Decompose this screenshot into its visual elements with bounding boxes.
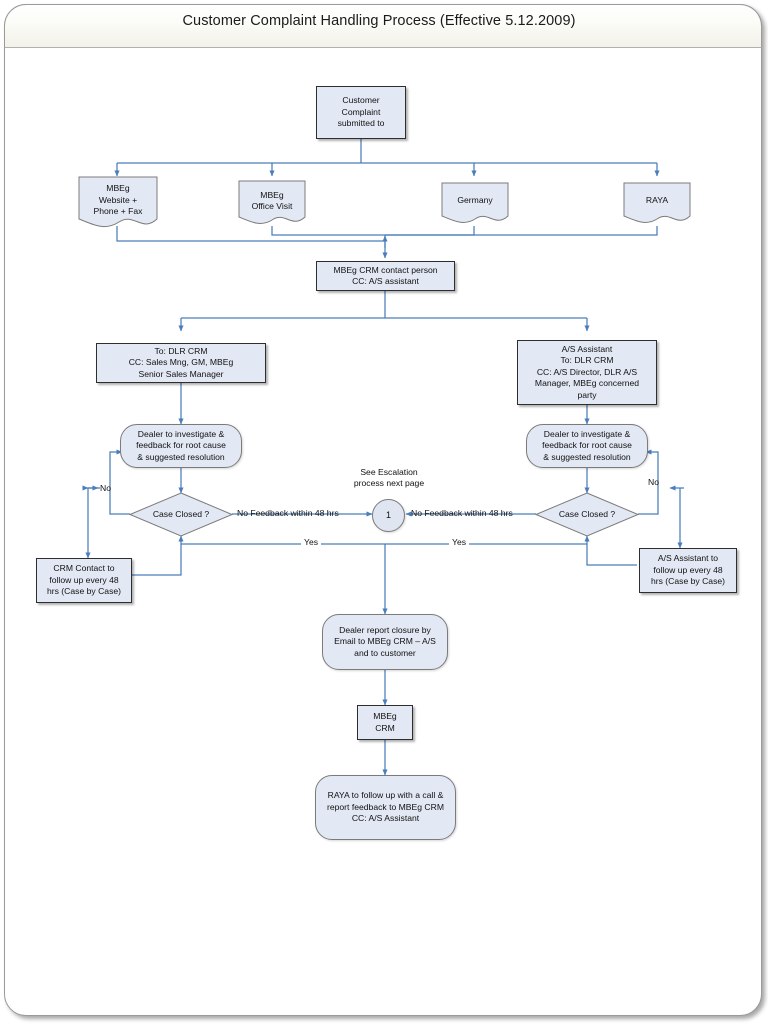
document-shape bbox=[78, 176, 158, 228]
node-case-closed-left[interactable]: Case Closed ? bbox=[129, 492, 233, 537]
node-label: CRM Contact to follow up every 48 hrs (C… bbox=[46, 563, 122, 597]
node-label: MBEg Website + Phone + Fax bbox=[93, 183, 143, 217]
node-label: Dealer to investigate & feedback for roo… bbox=[542, 428, 632, 462]
node-escalation-connector[interactable]: 1 bbox=[372, 499, 405, 532]
document-shape bbox=[623, 182, 691, 223]
node-label: RAYA to follow up with a call & report f… bbox=[326, 790, 445, 824]
edge-label-no-right: No bbox=[648, 477, 659, 487]
node-label: Case Closed ? bbox=[558, 508, 616, 519]
node-label: Germany bbox=[457, 194, 493, 205]
node-channel-germany[interactable]: Germany bbox=[441, 182, 509, 227]
node-as-assistant-followup[interactable]: A/S Assistant to follow up every 48 hrs … bbox=[639, 548, 737, 593]
node-raya-followup[interactable]: RAYA to follow up with a call & report f… bbox=[315, 775, 456, 840]
edge-label-no-feedback-left: No Feedback within 48 hrs bbox=[237, 508, 339, 518]
node-label: A/S Assistant to follow up every 48 hrs … bbox=[650, 553, 726, 587]
node-channel-website[interactable]: MBEg Website + Phone + Fax bbox=[78, 176, 158, 231]
node-case-closed-right[interactable]: Case Closed ? bbox=[535, 492, 639, 537]
title-bar bbox=[4, 4, 762, 48]
node-dealer-report-closure[interactable]: Dealer report closure by Email to MBEg C… bbox=[322, 614, 448, 670]
node-dealer-investigate-left[interactable]: Dealer to investigate & feedback for roo… bbox=[120, 424, 242, 468]
node-mbeg-crm-contact-person[interactable]: MBEg CRM contact person CC: A/S assistan… bbox=[316, 261, 455, 291]
node-dealer-investigate-right[interactable]: Dealer to investigate & feedback for roo… bbox=[526, 424, 648, 468]
node-label: Dealer report closure by Email to MBEg C… bbox=[334, 624, 436, 658]
node-label: MBEg CRM bbox=[373, 711, 397, 733]
node-customer-complaint[interactable]: Customer Complaint submitted to bbox=[316, 86, 406, 139]
node-label: RAYA bbox=[645, 194, 669, 205]
escalation-note: See Escalation process next page bbox=[353, 467, 425, 489]
edge-label-no-feedback-right: No Feedback within 48 hrs bbox=[411, 508, 513, 518]
edge-label-yes-right: Yes bbox=[449, 537, 470, 549]
node-label: 1 bbox=[385, 509, 391, 520]
page-title: Customer Complaint Handling Process (Eff… bbox=[182, 13, 576, 29]
node-channel-office-visit[interactable]: MBEg Office Visit bbox=[238, 180, 306, 228]
document-shape bbox=[238, 180, 306, 224]
node-channel-raya[interactable]: RAYA bbox=[623, 182, 691, 227]
node-to-dlr-crm[interactable]: To: DLR CRM CC: Sales Mng, GM, MBEg Seni… bbox=[96, 343, 266, 383]
node-label: MBEg Office Visit bbox=[251, 189, 293, 211]
edge-label-no-left: No bbox=[100, 483, 111, 493]
document-shape bbox=[441, 182, 509, 223]
node-label: A/S Assistant To: DLR CRM CC: A/S Direct… bbox=[534, 343, 640, 400]
node-label: Dealer to investigate & feedback for roo… bbox=[136, 428, 226, 462]
node-label: Case Closed ? bbox=[152, 508, 210, 519]
node-crm-contact-followup[interactable]: CRM Contact to follow up every 48 hrs (C… bbox=[36, 558, 132, 603]
node-label: MBEg CRM contact person CC: A/S assistan… bbox=[333, 264, 438, 286]
node-label: Customer Complaint submitted to bbox=[337, 95, 385, 129]
node-as-assistant[interactable]: A/S Assistant To: DLR CRM CC: A/S Direct… bbox=[517, 340, 657, 405]
node-label: To: DLR CRM CC: Sales Mng, GM, MBEg Seni… bbox=[128, 345, 234, 379]
node-mbeg-crm[interactable]: MBEg CRM bbox=[357, 705, 413, 740]
edge-label-yes-left: Yes bbox=[301, 537, 322, 549]
